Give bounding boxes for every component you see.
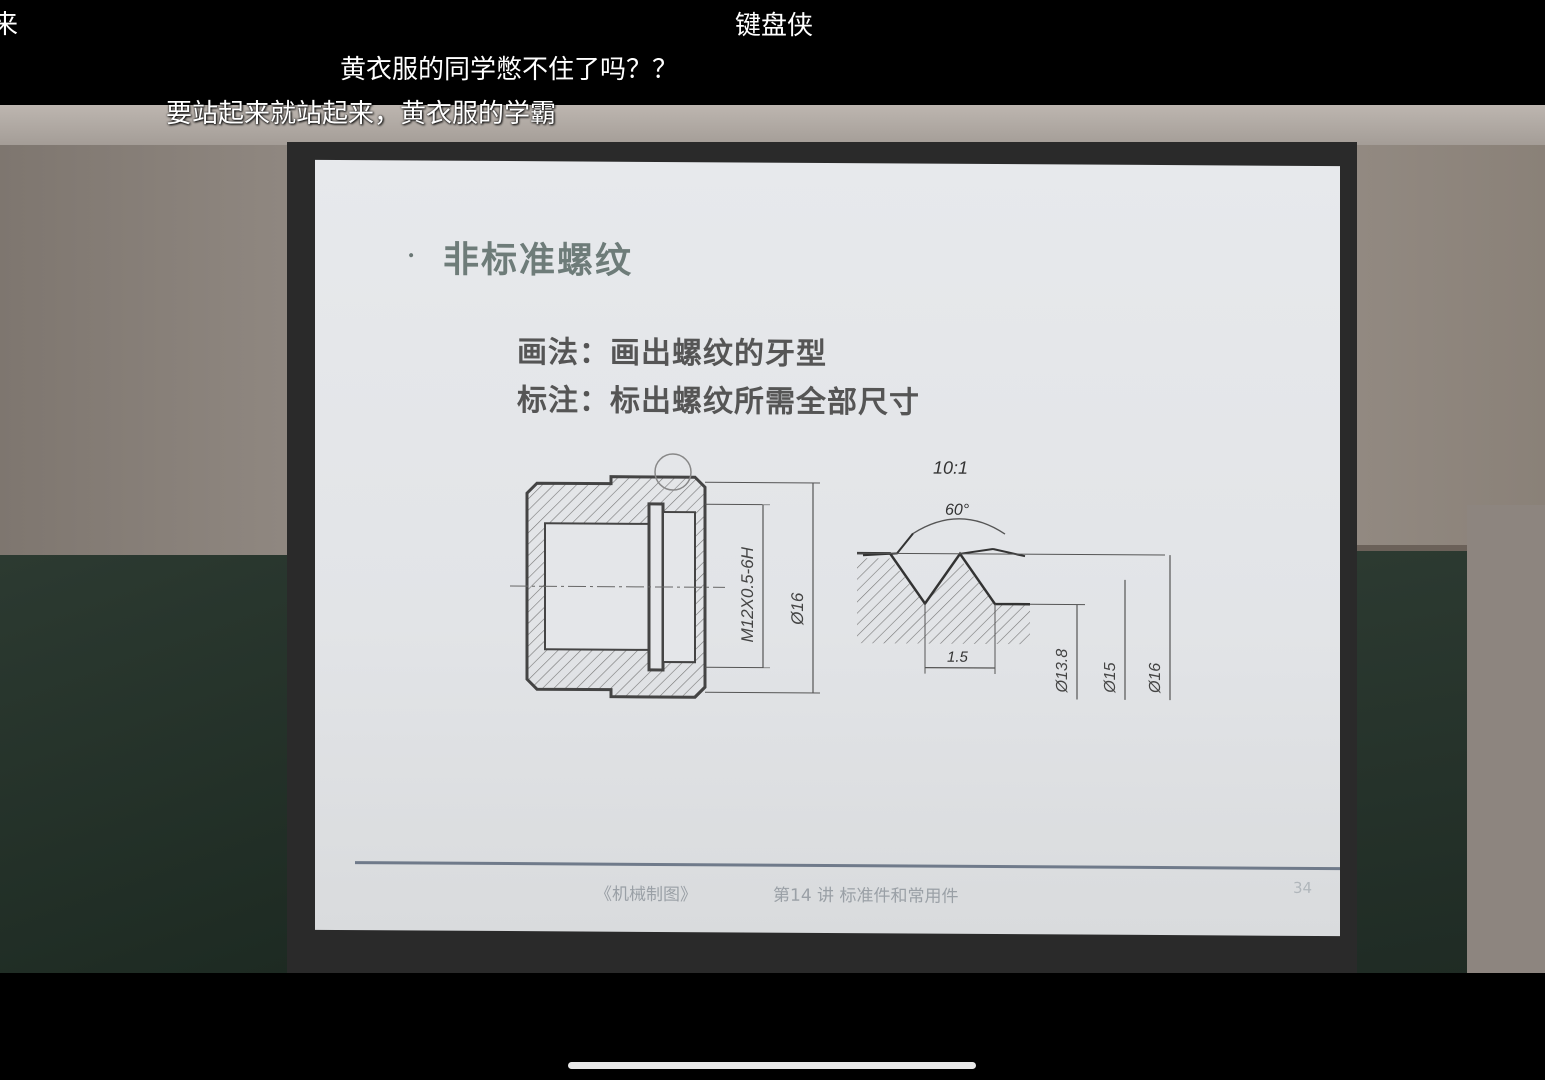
danmaku-comment: 来 — [0, 10, 19, 40]
projected-slide: • 非标准螺纹 画法：画出螺纹的牙型 标注：标出螺纹所需全部尺寸 — [315, 159, 1340, 937]
slide-footer-rule — [355, 861, 1340, 871]
section-view: M12X0.5-6H Ø16 — [510, 453, 820, 699]
thread-profile: 10:1 60° 1.5 Ø13.8 Ø15 Ø16 — [857, 458, 1171, 701]
danmaku-comment: 键盘侠 — [735, 11, 814, 41]
major-diameter-label: Ø16 — [1147, 663, 1164, 694]
chalkboard-right — [1352, 545, 1471, 973]
danmaku-comment: 要站起来就站起来，黄衣服的学霸 — [166, 99, 557, 129]
annotation-method-text: 标注：标出螺纹所需全部尺寸 — [517, 383, 920, 421]
outer-diameter-label: Ø16 — [788, 592, 807, 626]
pitch-diameter-label: Ø15 — [1102, 662, 1119, 693]
chalkboard-left — [0, 555, 300, 973]
thread-spec-label: M12X0.5-6H — [738, 546, 757, 642]
danmaku-comment: 黄衣服的同学憋不住了吗？？ — [340, 55, 679, 85]
minor-diameter-label: Ø13.8 — [1054, 649, 1071, 694]
classroom-wall-right — [1467, 505, 1545, 973]
slide-page-number: 34 — [1293, 878, 1313, 897]
slide-title: 非标准螺纹 — [443, 239, 634, 282]
slide-footer-lecture: 第14 讲 标准件和常用件 — [773, 885, 959, 907]
classroom-wall — [0, 105, 1545, 145]
pitch-label: 1.5 — [947, 649, 969, 666]
video-frame[interactable]: • 非标准螺纹 画法：画出螺纹的牙型 标注：标出螺纹所需全部尺寸 — [0, 105, 1545, 973]
slide-footer-book: 《机械制图》 — [595, 884, 697, 906]
thread-drawing: M12X0.5-6H Ø16 10:1 60° 1.5 — [510, 453, 1171, 701]
home-indicator[interactable] — [568, 1062, 976, 1069]
slide-bullet: • — [407, 248, 416, 265]
scale-label: 10:1 — [933, 458, 968, 478]
drawing-method-text: 画法：画出螺纹的牙型 — [517, 335, 827, 372]
angle-label: 60° — [945, 502, 970, 519]
